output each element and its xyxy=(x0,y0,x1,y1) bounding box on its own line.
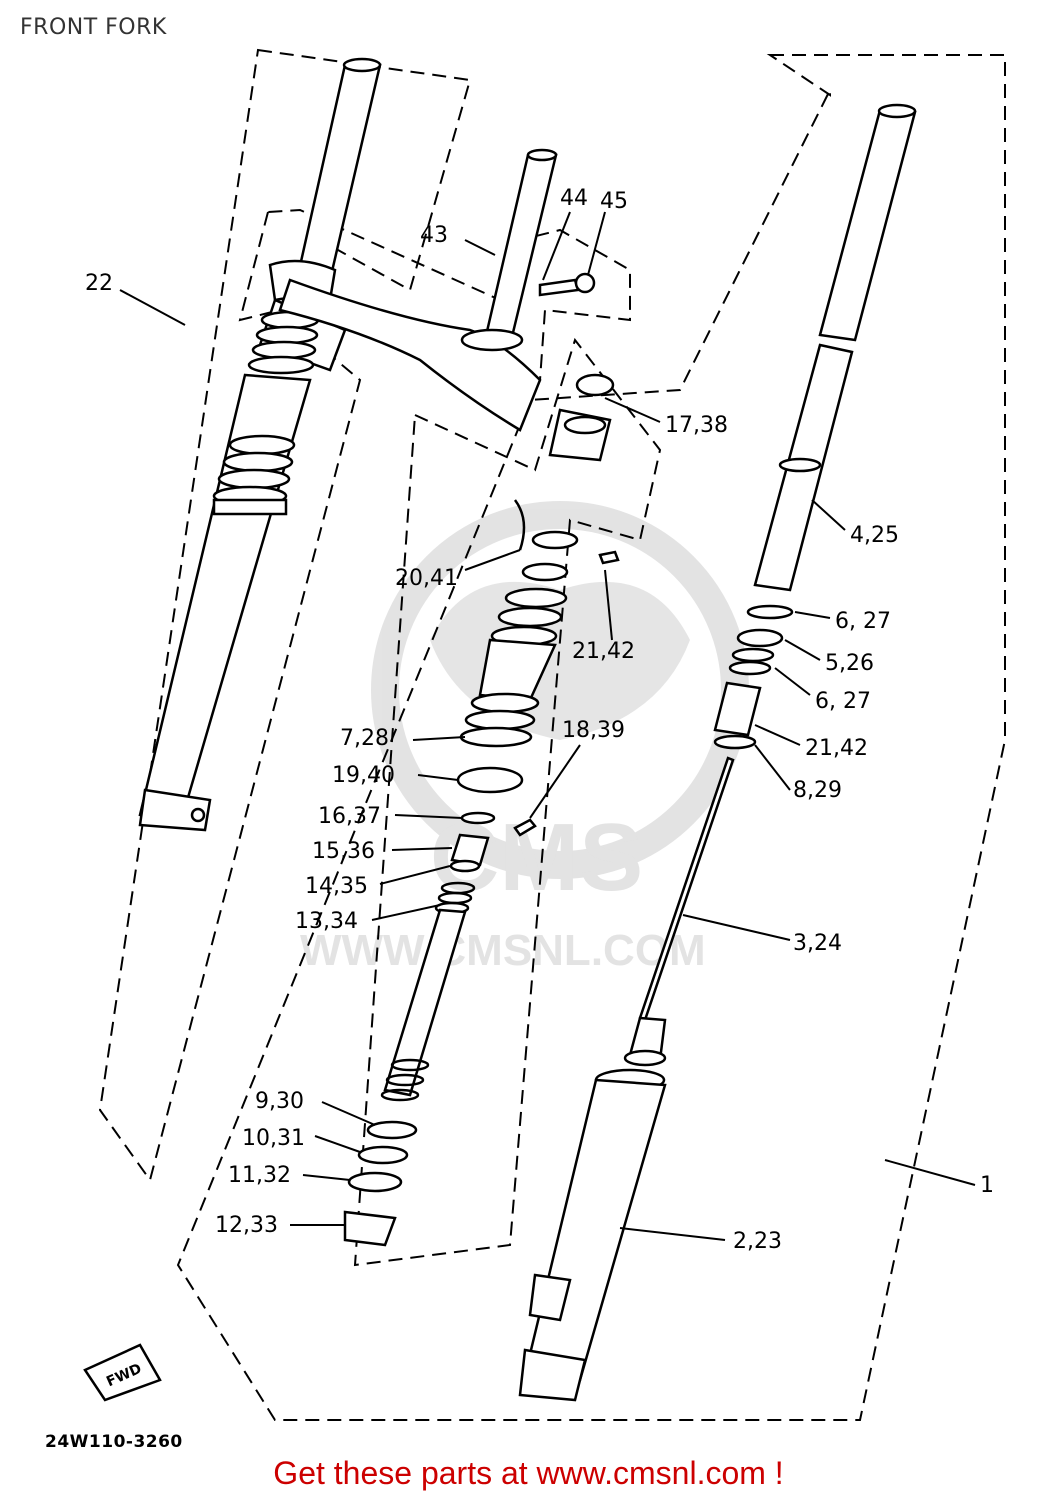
fork-cap-bolt xyxy=(575,373,615,397)
right-inner-tube-upper xyxy=(818,108,917,342)
callout-c17: 17,38 xyxy=(665,413,728,438)
callout-c45: 45 xyxy=(600,189,628,214)
callout-c19: 19,40 xyxy=(332,763,395,788)
callout-c5: 5,26 xyxy=(825,651,874,676)
right-axle-bracket xyxy=(518,1348,587,1402)
drawing-code: 24W110-3260 xyxy=(45,1432,183,1452)
callout-c22: 22 xyxy=(85,271,113,296)
right-outline xyxy=(176,54,1006,1421)
callout-labels: 22 43 44 45 17,38 4,25 20,41 21,42 6, 27… xyxy=(85,186,994,1254)
seal-11-32 xyxy=(347,1171,403,1193)
ring-14-35 xyxy=(449,859,481,873)
callout-c16: 16,37 xyxy=(318,804,381,829)
right-tube-cap xyxy=(877,103,917,119)
right-inner-tube-assembly xyxy=(753,103,917,592)
slide-ring xyxy=(778,457,822,473)
left-axle-hole xyxy=(190,807,206,823)
callout-c44: 44 xyxy=(560,186,588,211)
stem-top xyxy=(526,148,558,162)
callout-c2: 2,23 xyxy=(733,1229,782,1254)
right-outer-tube-assembly xyxy=(518,1016,667,1402)
rubber-boot-18-39 xyxy=(459,587,568,748)
steering-stem-assembly xyxy=(278,148,615,462)
page-title: FRONT FORK xyxy=(20,15,167,40)
callout-c8: 8,29 xyxy=(793,778,842,803)
spring-lower-coils xyxy=(380,1058,430,1102)
right-clamp-bore xyxy=(563,415,607,435)
callout-c6a: 6, 27 xyxy=(835,609,891,634)
left-fork-boot xyxy=(247,310,320,375)
pinch-nut xyxy=(574,272,596,294)
clip-16-37 xyxy=(460,811,496,825)
spring-assembly xyxy=(343,499,620,1247)
callout-c9: 9,30 xyxy=(255,1089,304,1114)
callout-c4: 4,25 xyxy=(850,523,899,548)
plate-19-40 xyxy=(456,766,524,794)
bush-7-28 xyxy=(713,681,762,737)
cap-20-41 xyxy=(531,530,579,550)
screw-21-42-a xyxy=(598,550,620,565)
washer-10-31 xyxy=(357,1145,409,1165)
pinch-bolt xyxy=(538,278,580,297)
seal-5-26 xyxy=(736,628,784,648)
washer-9-30 xyxy=(366,1120,418,1140)
under-bracket xyxy=(278,278,542,432)
left-inner-tube xyxy=(296,63,382,282)
left-boot-lower xyxy=(212,434,296,516)
callout-c21b: 18,39 xyxy=(562,718,625,743)
callout-c12: 12,33 xyxy=(215,1213,278,1238)
footer-link[interactable]: Get these parts at www.cmsnl.com ! xyxy=(273,1455,784,1491)
fwd-badge: FWD xyxy=(83,1343,162,1402)
callout-c11: 11,32 xyxy=(228,1163,291,1188)
screw-21-42-b xyxy=(513,818,537,837)
callout-c7: 21,42 xyxy=(805,736,868,761)
leader-lines xyxy=(119,211,976,1241)
inner-outline xyxy=(353,337,662,1267)
callout-c3: 3,24 xyxy=(793,931,842,956)
callout-c10: 10,31 xyxy=(242,1126,305,1151)
valve-hose xyxy=(513,499,526,551)
callout-c43: 43 xyxy=(420,223,448,248)
callout-c21a: 21,42 xyxy=(572,639,635,664)
fork-spring xyxy=(383,908,467,1097)
left-axle-bracket xyxy=(138,788,212,832)
bush-12-33 xyxy=(343,1210,397,1247)
callout-c6b: 6, 27 xyxy=(815,689,871,714)
drain-bolt-boss xyxy=(528,1273,572,1322)
callout-c14: 14,35 xyxy=(305,874,368,899)
stem-collar xyxy=(460,328,524,352)
clip-8-29 xyxy=(713,734,757,750)
callout-c20: 20,41 xyxy=(395,566,458,591)
callout-c18: 7,28 xyxy=(340,726,389,751)
watermark-url: WWW.CMSNL.COM xyxy=(300,926,706,975)
callout-c1: 1 xyxy=(980,1173,994,1198)
washer-6-27 xyxy=(746,604,794,620)
left-fork-assembly xyxy=(138,57,382,832)
left-tube-cap xyxy=(342,57,382,73)
callout-c13: 13,34 xyxy=(295,909,358,934)
callout-c15: 15,36 xyxy=(312,839,375,864)
